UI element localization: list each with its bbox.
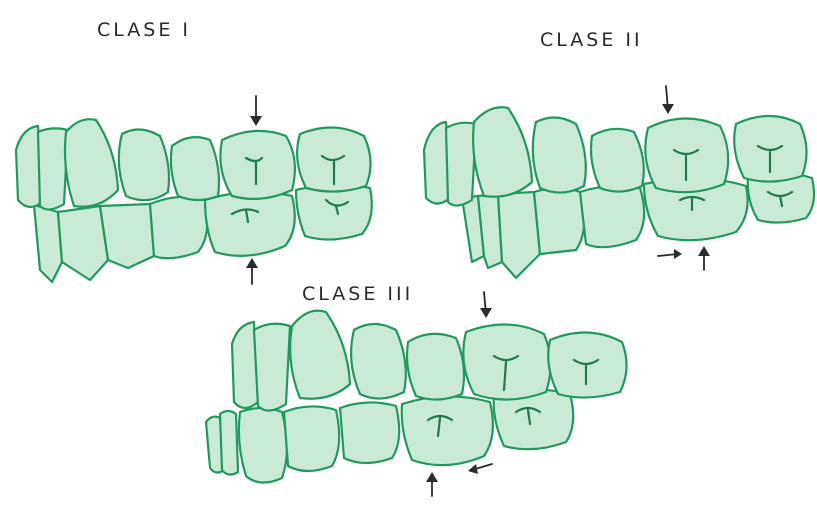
clase-3-upper-canine <box>290 311 350 399</box>
clase-1-lower-molar-2 <box>296 184 372 239</box>
clase-2-arch <box>424 86 814 278</box>
clase-1-upper-central <box>38 128 68 209</box>
clase-3-lower-molar-1 <box>402 396 493 465</box>
clase-3-arch <box>206 292 627 496</box>
clase-1-upper-canine <box>65 119 118 206</box>
clase-2-upper-central <box>446 123 476 206</box>
clase-1-lower-premolar-2 <box>150 197 207 258</box>
clase-2-lower-arrow <box>698 246 710 270</box>
clase-2-upper-premolar-1 <box>533 117 586 192</box>
clase-1-upper-premolar-2 <box>171 137 219 200</box>
clase-3-lower-premolar-1 <box>284 406 339 471</box>
label-clase-1: CLASE I <box>97 19 191 41</box>
clase-1-upper-premolar-1 <box>119 129 169 200</box>
clase-1-lower-premolar-1 <box>100 204 154 268</box>
clase-3-lower-incisor-b <box>220 411 238 475</box>
clase-3-upper-arrow <box>480 292 492 318</box>
clase-1-lower-molar-1 <box>205 192 295 256</box>
clase-3-upper-premolar-1 <box>351 324 406 399</box>
clase-3-lower-arrow <box>426 472 438 496</box>
clase-1-upper-arrow <box>250 96 262 126</box>
clase-2-upper-arrow <box>662 86 674 114</box>
clase-1-arch <box>16 96 372 284</box>
clase-1-lower-canine <box>58 206 108 280</box>
clase-1-upper-molar-1 <box>220 131 295 199</box>
clase-3-upper-central <box>254 324 290 411</box>
clase-1-lower-arrow <box>246 258 258 284</box>
clase-3-lower-canine <box>239 408 287 483</box>
label-clase-3: CLASE III <box>302 283 413 305</box>
clase-2-horizontal-arrow <box>658 249 682 259</box>
label-clase-2: CLASE II <box>540 29 643 51</box>
clase-2-upper-premolar-2 <box>591 129 644 192</box>
clase-3-horizontal-arrow <box>468 464 492 474</box>
clase-2-lower-canine <box>498 192 540 278</box>
clase-2-lower-premolar-1 <box>534 188 584 254</box>
clase-3-lower-premolar-2 <box>340 402 399 463</box>
clase-2-lower-premolar-2 <box>580 186 644 247</box>
clase-3-upper-premolar-2 <box>407 334 464 400</box>
clase-2-upper-canine <box>473 107 532 196</box>
